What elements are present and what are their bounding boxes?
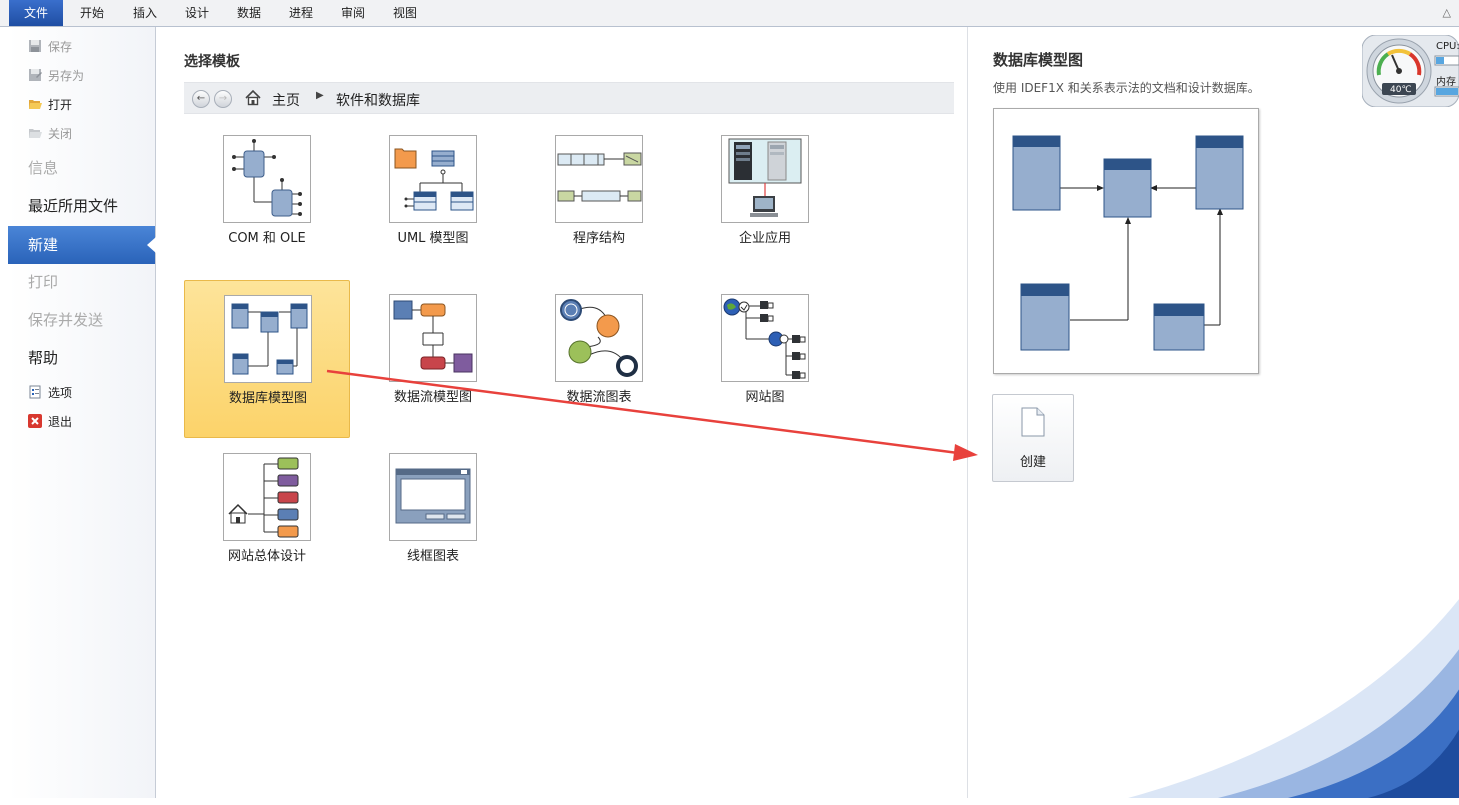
create-button[interactable]: 创建: [992, 394, 1074, 482]
tab-home[interactable]: 开始: [79, 6, 104, 20]
template-label: 数据库模型图: [228, 391, 307, 406]
data-flow-chart-thumbnail: [555, 294, 643, 382]
template-enterprise-app[interactable]: 企业应用: [682, 121, 848, 279]
tab-file[interactable]: 文件: [9, 0, 63, 26]
tab-process[interactable]: 进程: [288, 6, 313, 20]
nav-recent[interactable]: 最近所用文件: [28, 197, 119, 215]
tab-design[interactable]: 设计: [184, 6, 209, 20]
wireframe-thumbnail: [389, 453, 477, 541]
template-program-structure[interactable]: 程序结构: [516, 121, 682, 279]
active-pointer-icon: [147, 237, 156, 253]
forward-arrow-icon[interactable]: →: [214, 90, 232, 108]
nav-open[interactable]: 打开: [28, 95, 72, 115]
program-structure-thumbnail: [555, 135, 643, 223]
template-data-flow-chart[interactable]: 数据流图表: [516, 280, 682, 438]
nav-info[interactable]: 信息: [28, 159, 59, 177]
com-ole-thumbnail: [223, 135, 311, 223]
template-com-ole[interactable]: COM 和 OLE: [184, 121, 350, 279]
preview-panel: 数据库模型图 使用 IDEF1X 和关系表示法的文档和设计数据库。 创建: [967, 27, 1459, 798]
template-area: 选择模板 ← → 主页 ▶ 软件和数据库: [156, 27, 966, 798]
breadcrumb-home[interactable]: 主页: [272, 93, 300, 109]
database-model-thumbnail: [224, 295, 312, 383]
new-document-icon: [1021, 407, 1045, 437]
cpu-label: CPU:: [1436, 41, 1459, 52]
website-design-thumbnail: [223, 453, 311, 541]
cpu-meter-gadget: CPU: 内存 40℃: [1361, 34, 1459, 108]
template-website-map[interactable]: 网站图: [682, 280, 848, 438]
exit-icon: [28, 414, 42, 428]
tab-view[interactable]: 视图: [392, 6, 417, 20]
template-website-design[interactable]: 网站总体设计: [184, 439, 350, 597]
backstage-nav: 保存 另存为 打开 关闭 信息 最近所用文件 新建 打印 保存并发送 帮助 选项…: [8, 27, 156, 798]
nav-help[interactable]: 帮助: [28, 349, 59, 367]
template-label: 数据流图表: [566, 390, 632, 405]
template-label: 网站总体设计: [227, 549, 306, 564]
close-folder-icon: [29, 129, 42, 138]
nav-exit[interactable]: 退出: [28, 412, 72, 432]
breadcrumb: ← → 主页 ▶ 软件和数据库: [184, 82, 954, 114]
template-label: 数据流模型图: [393, 390, 472, 405]
save-as-icon: [29, 69, 42, 81]
template-wireframe[interactable]: 线框图表: [350, 439, 516, 597]
preview-image: [993, 108, 1259, 374]
background-swoosh: [1128, 599, 1459, 798]
home-icon[interactable]: [244, 89, 262, 107]
template-label: COM 和 OLE: [228, 231, 306, 246]
temperature-readout: 40℃: [1390, 85, 1412, 95]
nav-options[interactable]: 选项: [28, 383, 72, 403]
options-icon: [29, 385, 41, 399]
preview-description: 使用 IDEF1X 和关系表示法的文档和设计数据库。: [993, 81, 1260, 95]
nav-save[interactable]: 保存: [28, 37, 72, 57]
data-flow-model-thumbnail: [389, 294, 477, 382]
template-data-flow-model[interactable]: 数据流模型图: [350, 280, 516, 438]
template-label: 线框图表: [406, 549, 459, 564]
template-label: 网站图: [745, 390, 785, 405]
back-arrow-icon[interactable]: ←: [192, 90, 210, 108]
open-folder-icon: [29, 100, 42, 109]
tab-data[interactable]: 数据: [236, 6, 261, 20]
section-title: 选择模板: [184, 54, 240, 70]
nav-close[interactable]: 关闭: [28, 124, 72, 144]
breadcrumb-separator-icon: ▶: [316, 90, 324, 101]
nav-new[interactable]: 新建: [8, 226, 156, 264]
nav-save-as[interactable]: 另存为: [28, 66, 84, 86]
nav-save-send[interactable]: 保存并发送: [28, 311, 104, 329]
template-database-model[interactable]: 数据库模型图: [184, 280, 350, 438]
memory-label: 内存: [1436, 77, 1456, 88]
nav-print[interactable]: 打印: [28, 273, 59, 291]
template-uml[interactable]: UML 模型图: [350, 121, 516, 279]
uml-thumbnail: [389, 135, 477, 223]
template-label: 程序结构: [572, 231, 625, 246]
breadcrumb-current: 软件和数据库: [336, 93, 420, 109]
enterprise-app-thumbnail: [721, 135, 809, 223]
tab-review[interactable]: 审阅: [340, 6, 365, 20]
tab-insert[interactable]: 插入: [132, 6, 157, 20]
website-map-thumbnail: [721, 294, 809, 382]
save-icon: [29, 40, 41, 52]
ribbon-collapse-icon[interactable]: △: [1442, 6, 1451, 19]
ribbon-tab-bar: 文件 开始 插入 设计 数据 进程 审阅 视图 △: [0, 0, 1459, 27]
create-label: 创建: [1019, 455, 1046, 470]
template-label: 企业应用: [738, 231, 791, 246]
preview-title: 数据库模型图: [993, 51, 1084, 69]
template-label: UML 模型图: [397, 231, 469, 246]
